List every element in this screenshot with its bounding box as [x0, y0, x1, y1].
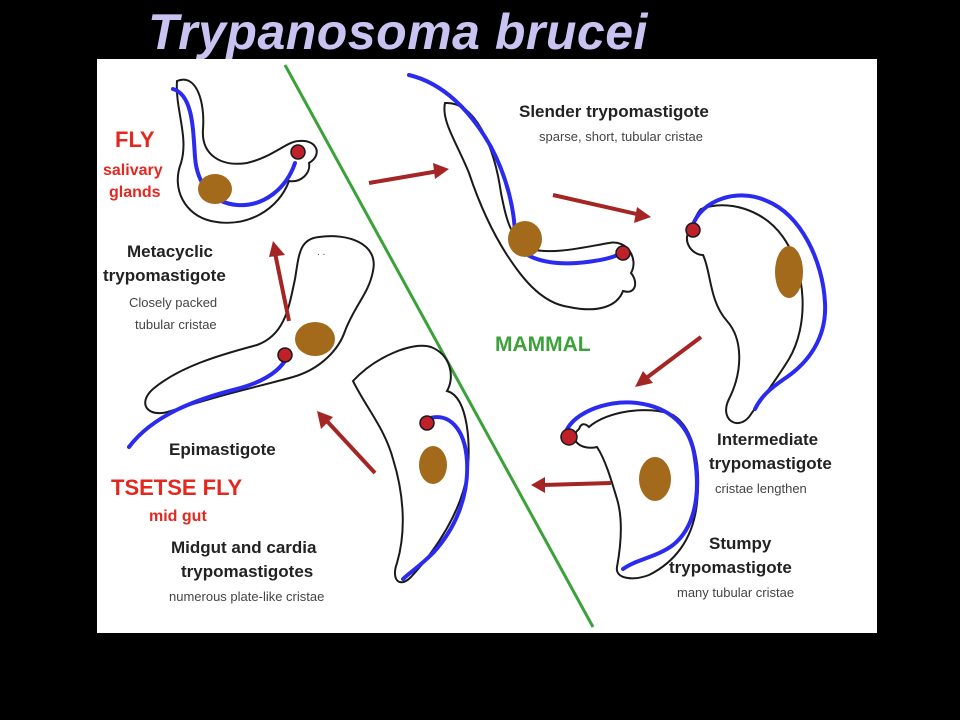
midgut-label-1: Midgut and cardia [171, 538, 317, 557]
mid-gut-label: mid gut [149, 508, 207, 525]
stumpy-label-2: trypomastigote [669, 558, 792, 577]
arrow-fly-to-slender [368, 169, 440, 185]
midgut-trypomastigote-cell [351, 344, 470, 584]
tsetse-fly-label: TSETSE FLY [111, 475, 243, 500]
fly-label: FLY [115, 127, 155, 152]
intermediate-label-3: cristae lengthen [715, 481, 807, 496]
salivary-metacyclic-cell [171, 78, 318, 224]
life-cycle-panel: . . [97, 59, 877, 633]
life-cycle-diagram: . . [103, 64, 832, 628]
stage-arrows [269, 163, 703, 493]
epimastigote-cell: . . [127, 235, 375, 449]
intermediate-label-1: Intermediate [717, 430, 818, 449]
slender-label-2: sparse, short, tubular cristae [539, 129, 703, 144]
salivary-label: salivary [103, 162, 163, 179]
metacyclic-label-4: tubular cristae [135, 317, 217, 332]
arrow-stumpy-to-midgut [542, 481, 612, 487]
arrow-intermediate-to-stumpy [643, 335, 703, 381]
slender-label-1: Slender trypomastigote [519, 102, 709, 121]
glands-label: glands [109, 184, 161, 201]
epimastigote-label: Epimastigote [169, 440, 276, 459]
intermediate-trypomastigote-cell [685, 193, 828, 424]
slender-trypomastigote-cell [407, 73, 637, 311]
slide-title: Trypanosoma brucei [148, 4, 648, 60]
arrow-epimastigote-to-salivary [273, 252, 291, 322]
midgut-label-3: numerous plate-like cristae [169, 589, 324, 604]
metacyclic-label-1: Metacyclic [127, 242, 213, 261]
stumpy-label-1: Stumpy [709, 534, 772, 553]
svg-text:. .: . . [317, 247, 325, 258]
stumpy-label-3: many tubular cristae [677, 585, 794, 600]
stumpy-trypomastigote-cell [560, 400, 700, 580]
host-divider-line [283, 64, 595, 628]
arrow-midgut-to-epimastigote [323, 417, 377, 475]
midgut-label-2: trypomastigotes [181, 562, 313, 581]
intermediate-label-2: trypomastigote [709, 454, 832, 473]
arrow-slender-to-intermediate [552, 193, 642, 217]
metacyclic-label-2: trypomastigote [103, 266, 226, 285]
mammal-label: MAMMAL [495, 333, 591, 356]
metacyclic-label-3: Closely packed [129, 295, 217, 310]
